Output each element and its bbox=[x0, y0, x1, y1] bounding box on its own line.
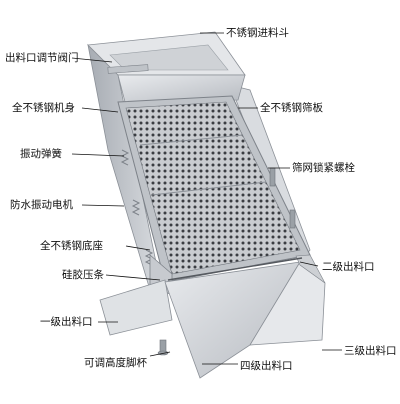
outlet-valve-plate bbox=[107, 64, 149, 74]
rubber-strip bbox=[167, 257, 303, 281]
hopper-front bbox=[117, 74, 246, 103]
leader-lines bbox=[71, 32, 342, 365]
discharge-chute-1 bbox=[99, 279, 173, 336]
label-rubber-strip: 硅胶压条 bbox=[62, 269, 104, 281]
label-lock-bolt: 筛网锁紧螺栓 bbox=[292, 162, 355, 174]
label-outlet-valve: 出料口调节阀门 bbox=[5, 52, 79, 64]
damping-springs bbox=[120, 149, 154, 266]
label-adjustable-foot: 可调高度脚杯 bbox=[84, 357, 147, 369]
label-outlet-3: 三级出料口 bbox=[344, 345, 397, 357]
label-outlet-4: 四级出料口 bbox=[240, 360, 293, 372]
label-feed-hopper: 不锈钢进料斗 bbox=[226, 27, 289, 39]
label-base: 全不锈钢底座 bbox=[40, 240, 103, 252]
discharge-chute-2 bbox=[295, 254, 326, 284]
label-damping-spring: 振动弹簧 bbox=[20, 148, 62, 160]
label-vibration-motor: 防水振动电机 bbox=[10, 199, 73, 211]
label-outlet-1: 一级出料口 bbox=[40, 316, 93, 328]
hopper-inner bbox=[109, 44, 229, 71]
label-outlet-2: 二级出料口 bbox=[322, 261, 375, 273]
label-screen-plate: 全不锈钢筛板 bbox=[260, 102, 323, 114]
label-machine-body: 全不锈钢机身 bbox=[12, 102, 75, 114]
